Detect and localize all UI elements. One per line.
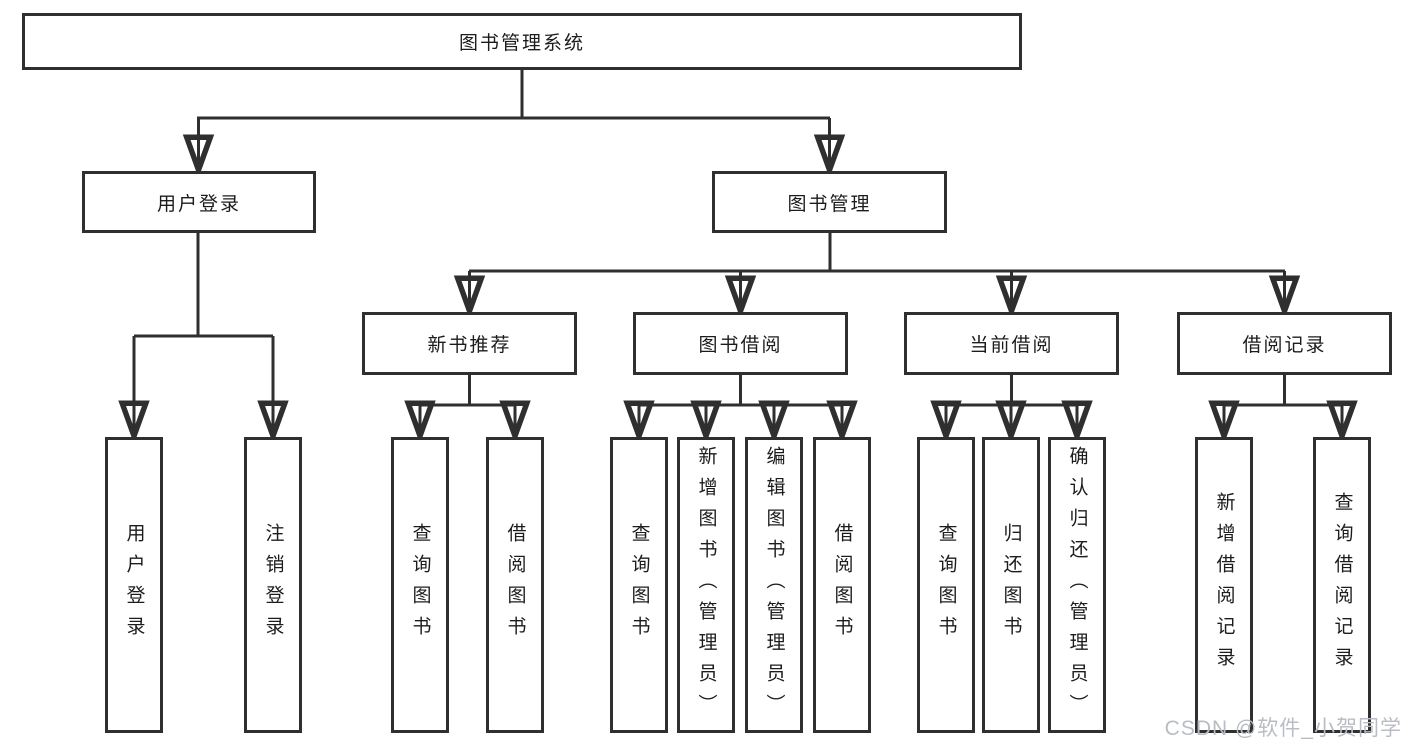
node-book-borrowing: 图书借阅: [633, 312, 848, 375]
node-label: 新书推荐: [427, 335, 512, 356]
node-current-borrowing: 当前借阅: [904, 312, 1119, 375]
node-label: 查询图书: [628, 523, 650, 647]
leaf-borrow-books: 借阅图书: [813, 437, 871, 733]
node-label: 借阅记录: [1242, 335, 1327, 356]
leaf-query-borrow-record: 查询借阅记录: [1313, 437, 1371, 733]
leaf-query-books-recommend: 查询图书: [391, 437, 449, 733]
node-label: 新增借阅记录: [1213, 492, 1235, 678]
node-label: 注销登录: [262, 523, 284, 647]
node-label: 用户登录: [123, 523, 145, 647]
node-user-login-branch: 用户登录: [82, 171, 316, 233]
node-label: 借阅图书: [504, 523, 526, 647]
node-label: 图书借阅: [698, 335, 783, 356]
node-label: 查询图书: [935, 523, 957, 647]
node-book-management-branch: 图书管理: [712, 171, 947, 233]
node-label: 归还图书: [1000, 523, 1022, 647]
leaf-borrow-books-recommend: 借阅图书: [486, 437, 544, 733]
node-label: 查询图书: [409, 523, 431, 647]
connector-arrows: [118, 118, 1358, 445]
node-label: 图书管理系统: [458, 33, 585, 54]
node-label: 新增图书（管理员）: [695, 445, 717, 725]
leaf-edit-book-admin: 编辑图书（管理员）: [745, 437, 803, 733]
node-label: 编辑图书（管理员）: [763, 445, 785, 725]
leaf-logout: 注销登录: [244, 437, 302, 733]
node-label: 查询借阅记录: [1331, 492, 1353, 678]
node-label: 图书管理: [787, 193, 872, 215]
csdn-watermark: CSDN @软件_小贺同学: [1164, 717, 1402, 740]
node-label: 确认归还（管理员）: [1066, 445, 1088, 725]
node-book-management-system: 图书管理系统: [22, 13, 1022, 70]
node-label: 当前借阅: [969, 335, 1054, 356]
connector-lines: [134, 70, 1342, 407]
node-borrowing-records: 借阅记录: [1177, 312, 1392, 375]
node-label: 借阅图书: [831, 523, 853, 647]
leaf-add-borrow-record: 新增借阅记录: [1195, 437, 1253, 733]
node-label: 用户登录: [156, 193, 241, 215]
leaf-confirm-return-admin: 确认归还（管理员）: [1048, 437, 1106, 733]
leaf-query-books-current: 查询图书: [917, 437, 975, 733]
node-new-book-recommendation: 新书推荐: [362, 312, 577, 375]
leaf-return-book: 归还图书: [982, 437, 1040, 733]
leaf-query-books-borrow: 查询图书: [610, 437, 668, 733]
leaf-add-book-admin: 新增图书（管理员）: [677, 437, 735, 733]
leaf-user-login: 用户登录: [105, 437, 163, 733]
